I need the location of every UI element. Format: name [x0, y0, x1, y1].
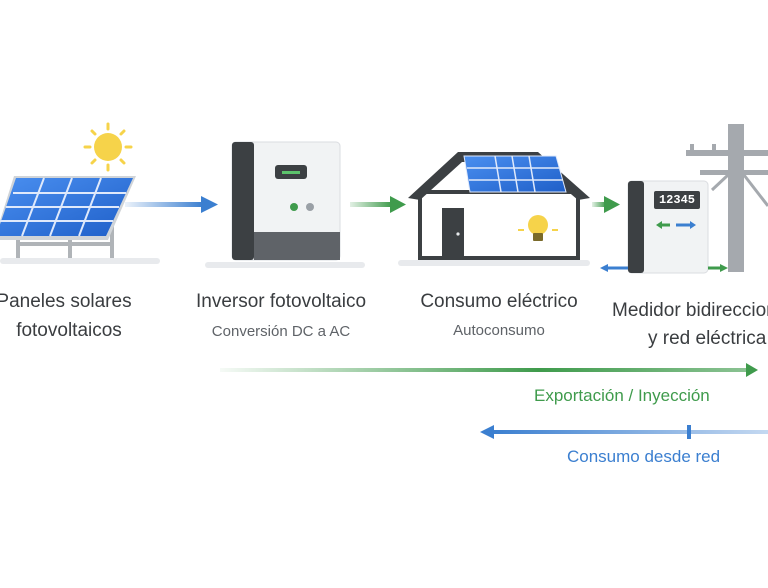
- stage-solar-panels-title-line2: fotovoltaicos: [0, 320, 144, 342]
- arrow-house-to-meter: [592, 196, 620, 213]
- stage-inverter-title: Inversor fotovoltaico: [181, 291, 381, 313]
- inverter-icon: [205, 142, 365, 268]
- stage-meter-title: Medidor bidireccional: [612, 300, 768, 322]
- arrow-panel-to-inverter: [125, 196, 218, 213]
- grid-flow-arrow: [480, 425, 768, 439]
- stage-inverter-subtitle: Conversión DC a AC: [181, 323, 381, 340]
- stage-solar-panels-title: Paneles solares: [0, 291, 144, 313]
- stage-meter-label-clip: Medidor bidireccional y red eléctrica: [600, 290, 768, 350]
- meter-reading: 12345: [654, 193, 700, 207]
- sun-icon: [85, 124, 131, 170]
- export-flow-arrow: [220, 363, 758, 377]
- grid-flow-label: Consumo desde red: [567, 447, 720, 467]
- stage-consumption-title: Consumo eléctrico: [404, 291, 594, 313]
- stage-meter-title-line2: y red eléctrica: [648, 328, 766, 350]
- stage-consumption-subtitle: Autoconsumo: [404, 322, 594, 339]
- export-flow-label: Exportación / Inyección: [534, 386, 710, 406]
- house-icon: [398, 152, 590, 266]
- arrow-inverter-to-house: [350, 196, 406, 213]
- solar-panel-icon: [0, 176, 160, 264]
